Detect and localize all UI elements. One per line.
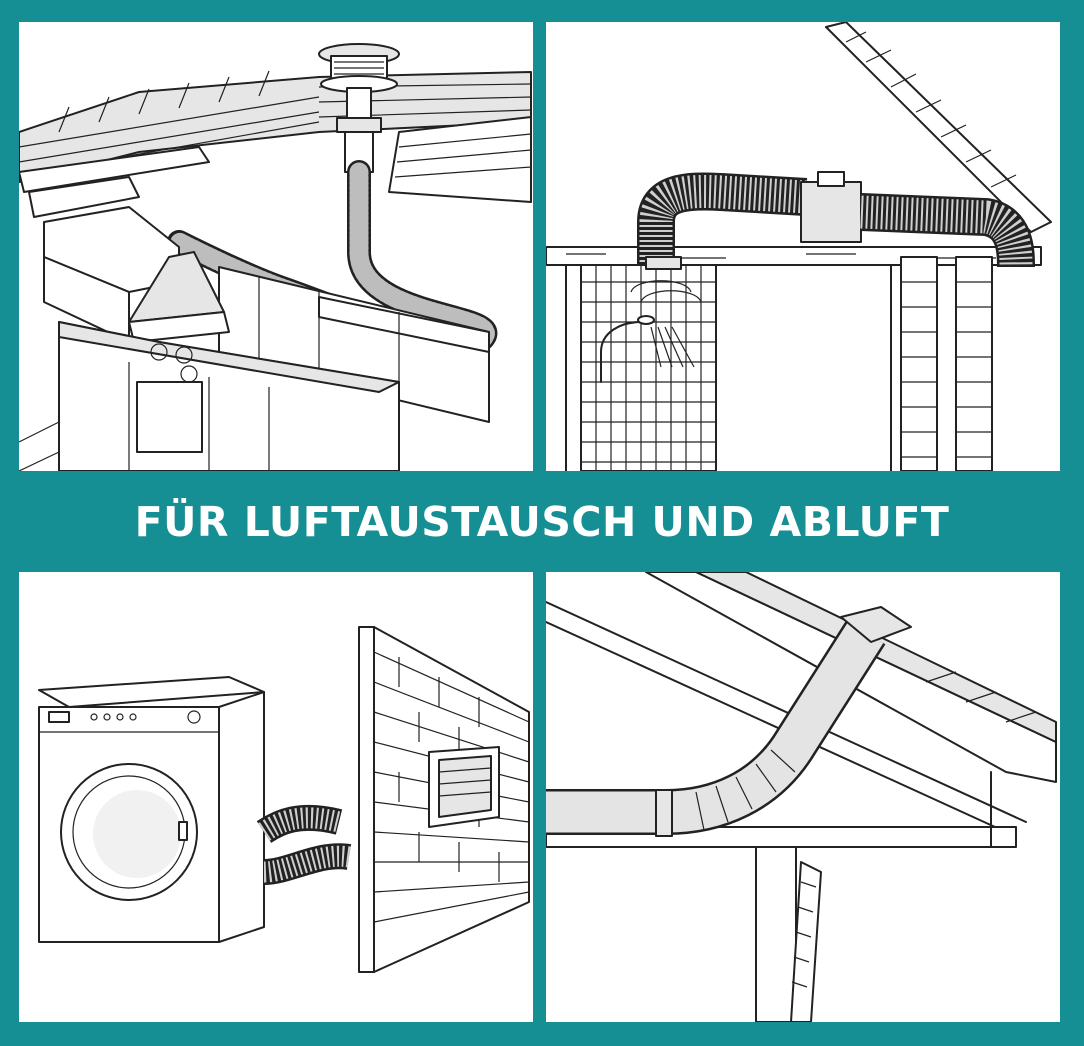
bathroom-attic-fan-illustration [546,22,1060,471]
lower-cabinets [19,321,400,471]
banner-title: FÜR LUFTAUSTAUSCH UND ABLUFT [134,497,950,546]
attic-roof-duct-illustration [546,572,1060,1022]
inline-fan [637,171,1035,268]
shower-head [600,280,702,383]
kitchen-scene [19,43,532,471]
kitchen-roof-vent-illustration [19,22,533,471]
dryer-machine [38,676,265,943]
banner: FÜR LUFTAUSTAUSCH UND ABLUFT [0,471,1084,572]
roof-tiles [19,70,532,203]
wall-vent-grille [428,746,500,828]
roof-slope [825,22,1052,233]
range-hood [128,251,230,343]
bathroom-wall [565,256,717,471]
roof-beams [19,146,210,218]
bathroom-scene [546,22,1052,471]
roof-vent-cap [318,43,400,173]
dryer-hose [256,804,352,885]
attic-duct [546,606,912,837]
dryer-wall-vent-illustration [19,572,533,1022]
dryer-scene [38,626,530,973]
brick-columns [890,256,993,471]
attic-scene [546,572,1057,1022]
